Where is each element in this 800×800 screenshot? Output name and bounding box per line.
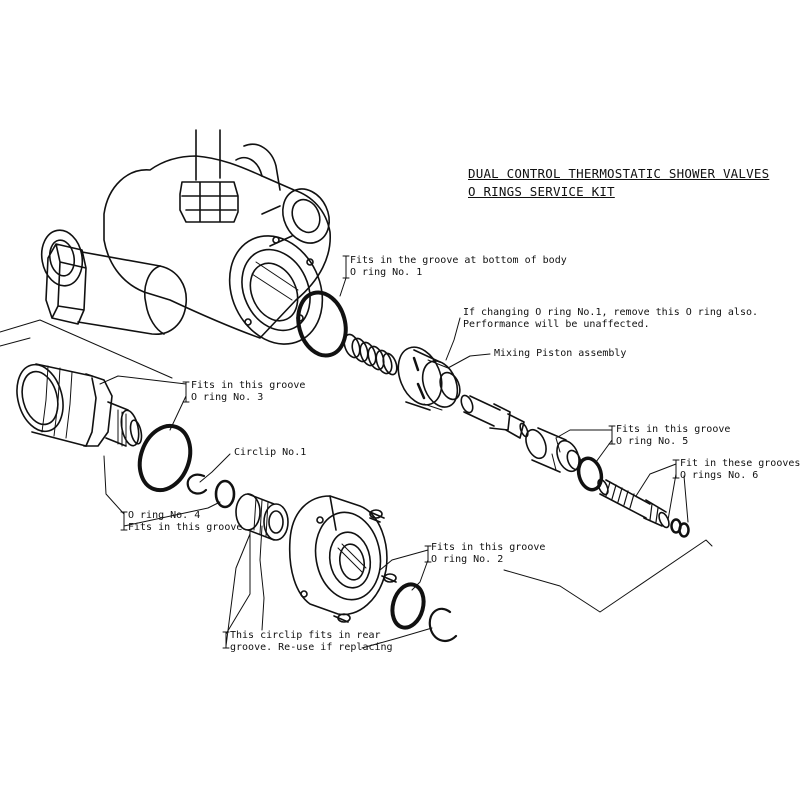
spindle: [597, 478, 670, 529]
pipe-hex-nut: [179, 181, 239, 223]
callout-o-ring-2-line1: Fits in this groove: [431, 542, 546, 553]
callout-changing-line1: If changing O ring No.1, remove this O r…: [463, 307, 759, 318]
inlet-hex-nut: [45, 243, 87, 325]
left-inlet-arm: [77, 251, 187, 335]
callout-o-rings-6-line2: O rings No. 6: [680, 470, 759, 481]
axis-lines: [0, 319, 713, 613]
callout-o-ring-2: Fits in this groove O ring No. 2: [431, 542, 545, 566]
boss-port: [282, 188, 330, 244]
rear-circlip: [428, 607, 458, 643]
body-boss-right: [235, 143, 281, 191]
callout-o-ring-5: Fits in this groove O ring No. 5: [616, 424, 730, 448]
callout-changing-line2: Performance will be unaffected.: [463, 319, 650, 330]
callout-rear-circlip-line1: This circlip fits in rear: [230, 630, 381, 641]
callout-o-ring-3-line2: O ring No. 3: [191, 392, 264, 403]
piston-stem: [460, 394, 529, 439]
outlet-pipe: [195, 129, 221, 181]
o-ring-2: [390, 582, 426, 630]
callout-o-ring-5-line1: Fits in this groove: [616, 424, 731, 435]
front-bore: [228, 235, 324, 345]
callout-o-ring-4-line2: Fits in this groove: [128, 522, 243, 533]
callout-mixing-line1: Mixing Piston assembly: [494, 348, 627, 359]
callout-o-ring-3-line1: Fits in this groove: [191, 380, 306, 391]
leader-lines: [99, 255, 689, 649]
callout-o-ring-3: Fits in this groove O ring No. 3: [191, 380, 305, 404]
callout-rear-circlip-line2: groove. Re-use if replacing: [230, 642, 393, 653]
callout-o-ring-1-line2: O ring No. 1: [350, 267, 423, 278]
cartridge-right: [525, 427, 582, 473]
o-ring-6b: [678, 522, 690, 538]
callout-o-ring-4: O ring No. 4 Fits in this groove: [128, 510, 242, 534]
cartridge-left: [16, 363, 143, 447]
callout-rear-circlip: This circlip fits in rear groove. Re-use…: [230, 630, 393, 654]
callout-circlip-1: Circlip No.1: [234, 447, 306, 459]
callout-circlip-1-line1: Circlip No.1: [234, 447, 307, 458]
spring: [343, 333, 398, 376]
callout-o-ring-5-line2: O ring No. 5: [616, 436, 689, 447]
o-ring-5: [576, 456, 604, 492]
callout-o-ring-4-line1: O ring No. 4: [128, 510, 201, 521]
screws: [333, 509, 397, 623]
callout-o-rings-6-line1: Fit in these grooves: [680, 458, 800, 469]
callout-o-ring-1: Fits in the groove at bottom of body O r…: [350, 255, 567, 279]
callout-changing-note: If changing O ring No.1, remove this O r…: [463, 307, 758, 331]
callout-o-ring-1-line1: Fits in the groove at bottom of body: [350, 255, 567, 266]
diagram-title-line1: DUAL CONTROL THERMOSTATIC SHOWER VALVES: [468, 166, 770, 181]
body-outline: [103, 155, 331, 339]
o-ring-4: [214, 479, 236, 509]
housing-flange: [288, 495, 388, 616]
circlip-1: [186, 473, 208, 495]
o-ring-1: [296, 290, 348, 358]
valve-body: [40, 129, 331, 345]
callout-o-rings-6: Fit in these grooves O rings No. 6: [680, 458, 800, 482]
diagram-title-line2: O RINGS SERVICE KIT: [468, 184, 615, 199]
inlet-cap: [40, 229, 84, 287]
mixing-piston: [397, 346, 461, 411]
o-ring-3: [137, 423, 193, 493]
callout-o-ring-2-line2: O ring No. 2: [431, 554, 504, 565]
callout-mixing-piston: Mixing Piston assembly: [494, 348, 626, 360]
